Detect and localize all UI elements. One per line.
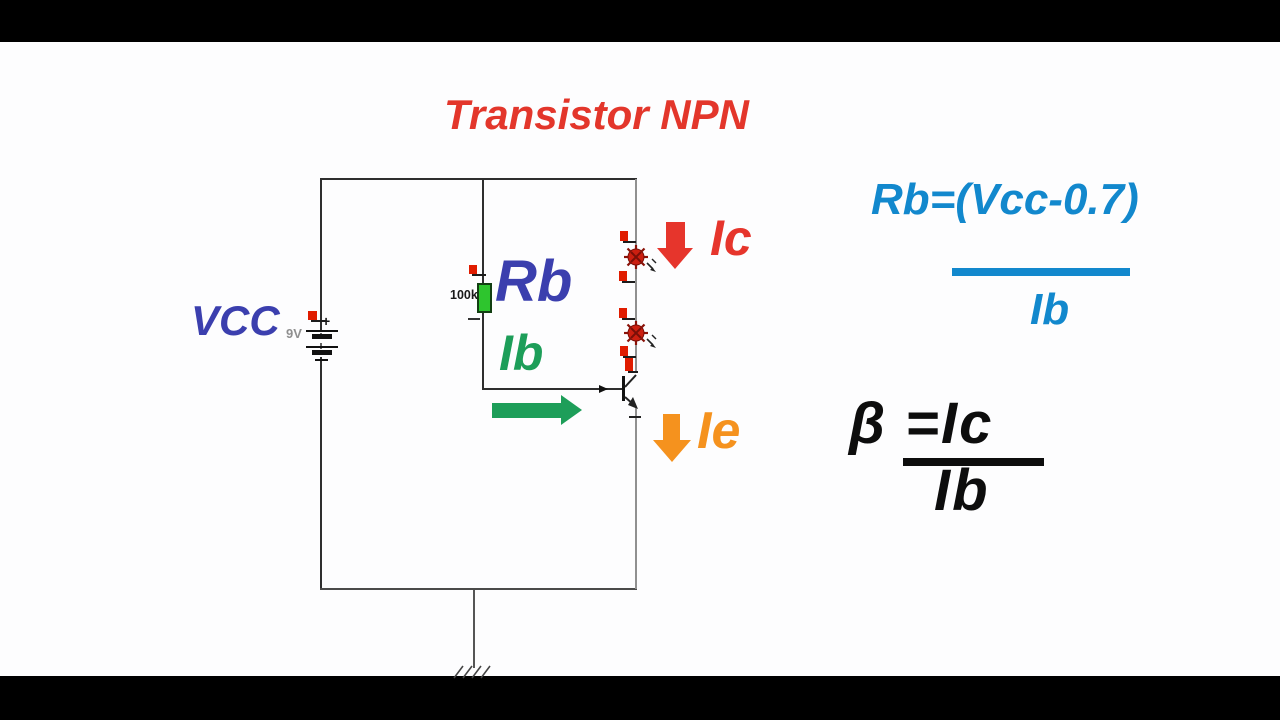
ib-arrow-head (561, 395, 582, 425)
page-title: Transistor NPN (444, 91, 749, 138)
rb-label: Rb (495, 249, 573, 314)
wire-emitter-branch (635, 407, 637, 589)
diagram-canvas (0, 42, 1280, 676)
ground-icon (453, 665, 491, 679)
probe-tick (622, 318, 635, 320)
battery-terminal-tick (315, 359, 328, 361)
probe-tick (311, 320, 327, 322)
battery-plate (312, 350, 332, 355)
current-probe-icon (620, 231, 628, 241)
rb-formula-fraction-bar (952, 268, 1130, 276)
probe-tick (472, 274, 486, 276)
npn-transistor-icon (622, 374, 641, 418)
battery-voltage-label: 9V (286, 326, 302, 341)
beta-formula-denominator: Ib (934, 458, 990, 523)
battery-plate (312, 334, 332, 339)
beta-formula-fraction-bar (903, 458, 1044, 466)
probe-tick (623, 356, 636, 358)
ib-label: Ib (499, 325, 544, 381)
ic-label: Ic (710, 210, 752, 266)
current-probe-icon (619, 271, 627, 281)
ic-arrow-icon (666, 222, 685, 249)
rb-formula-denominator: Ib (1030, 285, 1070, 334)
led-icon (624, 245, 648, 269)
current-probe-icon (619, 308, 627, 318)
wire-collector-branch (635, 179, 637, 372)
current-probe-icon (469, 265, 477, 274)
current-probe-icon (625, 358, 633, 371)
rb-formula-numerator: Rb=(Vcc-0.7) (871, 175, 1139, 224)
wire-base-lower (482, 309, 484, 389)
ie-arrow-icon (663, 414, 680, 441)
probe-tick (623, 241, 636, 243)
resistor-value-label: 100k (450, 288, 478, 302)
current-probe-icon (308, 311, 317, 320)
ib-arrow-icon (492, 403, 562, 418)
wire-left-lower (320, 357, 322, 590)
led-emission-arrows-icon (646, 258, 657, 272)
current-probe-icon (620, 346, 628, 356)
led-icon (624, 321, 648, 345)
battery-plate (306, 346, 338, 348)
base-wire-arrow-icon (599, 385, 608, 393)
wire-ground-stub (473, 590, 475, 668)
ie-arrow-head (653, 440, 691, 462)
vcc-label: VCC (191, 297, 280, 344)
wire-base-horizontal (482, 388, 624, 390)
ie-label: Ie (697, 402, 741, 460)
probe-tick (628, 371, 638, 373)
wire-base-upper (482, 178, 484, 285)
battery-plate (306, 330, 338, 332)
probe-tick (622, 281, 635, 283)
battery-cell-divider (320, 333, 322, 349)
wire-left-upper (320, 178, 322, 332)
resistor-tick (468, 318, 480, 320)
led-emission-arrows-icon (646, 334, 657, 348)
beta-formula-lhs: β =Ic (849, 391, 994, 456)
ic-arrow-head (657, 248, 693, 269)
resistor-icon (477, 283, 492, 313)
wire-top (320, 178, 637, 180)
wire-bottom (320, 588, 637, 590)
